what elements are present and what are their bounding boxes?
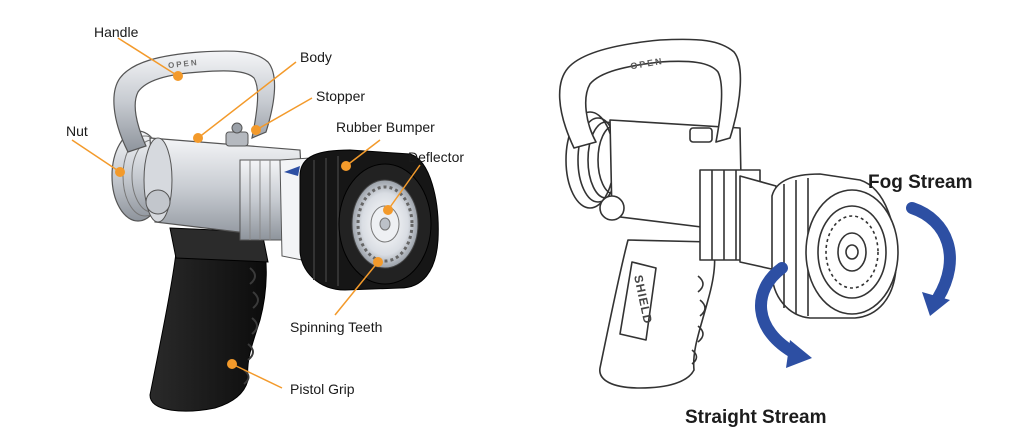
handle-dot [173, 71, 183, 81]
label-handle: Handle [94, 24, 139, 40]
spinning-teeth-leader [334, 261, 379, 316]
fog-stream-label: Fog Stream [868, 172, 973, 193]
label-spinning-teeth: Spinning Teeth [290, 319, 382, 335]
label-nut: Nut [66, 123, 88, 139]
nut-dot [115, 167, 125, 177]
label-deflector: Deflector [408, 149, 464, 165]
stopper-leader [255, 97, 313, 131]
rubber-bumper-leader [345, 139, 381, 167]
rubber-bumper-dot [341, 161, 351, 171]
grip-ridges [243, 267, 259, 385]
grip-panel [619, 261, 657, 341]
colored-nozzle: OPEN [111, 50, 439, 412]
pistol-grip-dot [227, 359, 237, 369]
label-stopper: Stopper [316, 88, 365, 104]
handle-leader [117, 37, 179, 77]
line-art-nozzle: SHIELD OPEN [558, 38, 899, 389]
handle-embossed-text: OPEN [168, 58, 199, 70]
deflector-dot [383, 205, 393, 215]
label-pistol-grip: Pistol Grip [290, 381, 355, 397]
spinning-teeth-shape [356, 185, 414, 263]
label-rubber-bumper: Rubber Bumper [336, 119, 435, 135]
label-body: Body [300, 49, 332, 65]
spinning-teeth-dot [373, 257, 383, 267]
body-dot [193, 133, 203, 143]
pistol-grip-leader [231, 363, 283, 389]
stopper-shape [225, 131, 249, 147]
deflector-leader [387, 164, 421, 211]
fog-stream-arrow [906, 202, 956, 316]
straight-stream-label: Straight Stream [685, 407, 826, 428]
handle-pivot [145, 189, 171, 215]
body-leader [197, 61, 297, 139]
line-grip [599, 239, 716, 389]
line-handle [558, 38, 742, 149]
straight-stream-arrow [755, 262, 812, 368]
stopper-dot [251, 125, 261, 135]
nut-leader [71, 139, 121, 173]
callouts [71, 37, 421, 389]
handle-shape [113, 50, 276, 153]
